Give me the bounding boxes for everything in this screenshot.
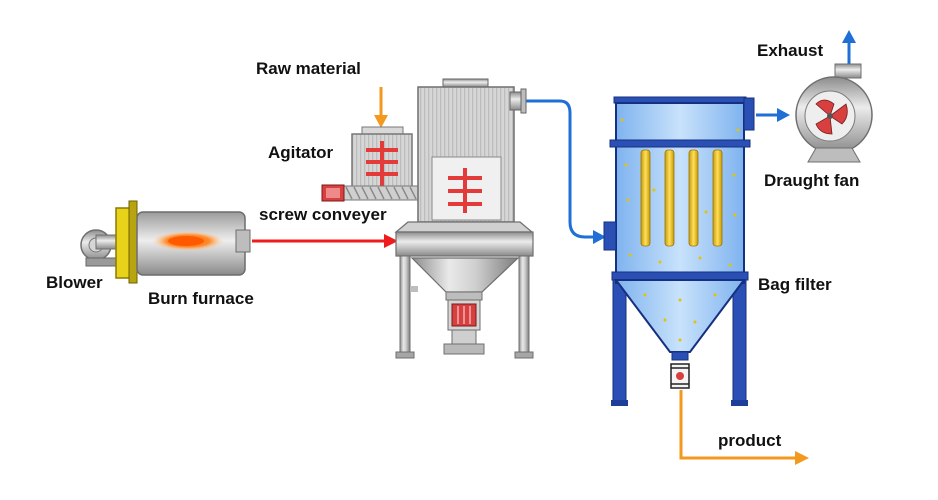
- label-bag-filter: Bag filter: [758, 275, 832, 294]
- bag-filter: [603, 96, 755, 406]
- hot-air-arrowhead: [384, 234, 398, 248]
- burn-furnace: [115, 200, 251, 284]
- label-exhaust: Exhaust: [757, 41, 823, 60]
- label-product: product: [718, 431, 782, 450]
- label-agitator: Agitator: [268, 143, 334, 162]
- label-burn-furnace: Burn furnace: [148, 289, 254, 308]
- duct-arrowhead: [593, 230, 606, 244]
- product-line: [679, 390, 795, 460]
- screw-conveyer: [321, 184, 419, 202]
- label-raw-material: Raw material: [256, 59, 361, 78]
- product-arrowhead: [795, 451, 809, 465]
- draught-fan: [795, 63, 873, 163]
- raw-material-arrowhead: [374, 115, 388, 128]
- label-draught-fan: Draught fan: [764, 171, 859, 190]
- dryer-tower: [394, 78, 534, 359]
- agitator: [351, 126, 413, 189]
- label-blower: Blower: [46, 273, 103, 292]
- dryer-to-filter-duct: [525, 99, 596, 239]
- exhaust-arrowhead: [842, 30, 856, 43]
- filter-to-fan-arrowhead: [777, 108, 790, 122]
- label-screw-conveyer: screw conveyer: [259, 205, 387, 224]
